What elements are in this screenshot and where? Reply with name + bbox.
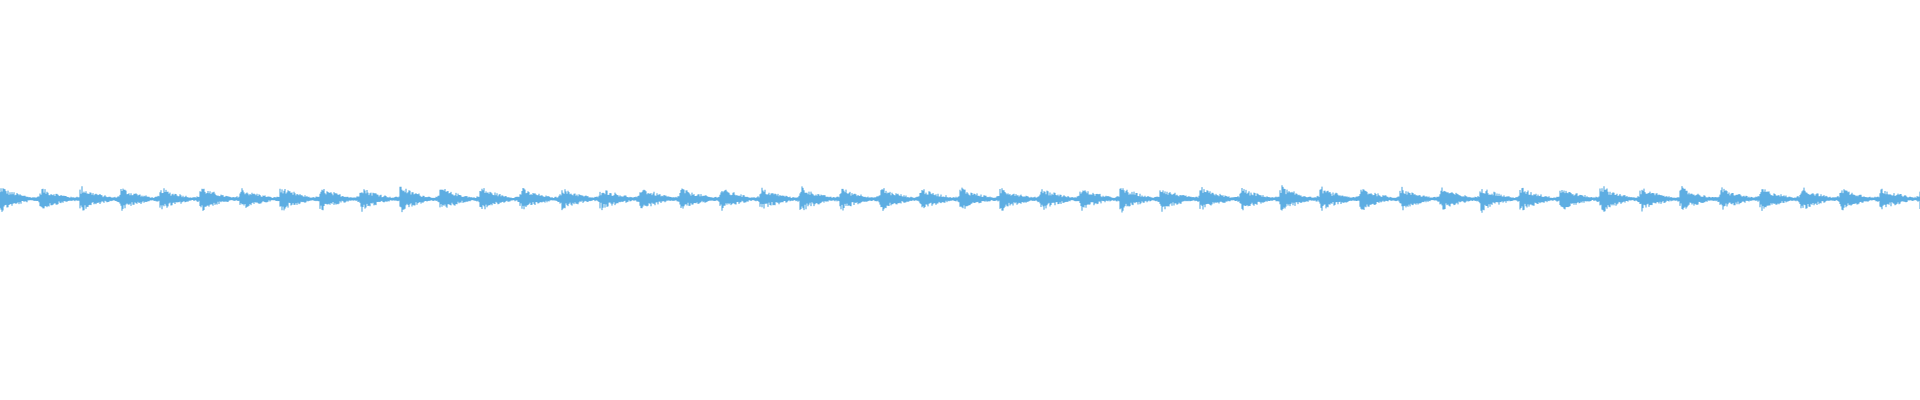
waveform-trace	[0, 185, 1920, 213]
